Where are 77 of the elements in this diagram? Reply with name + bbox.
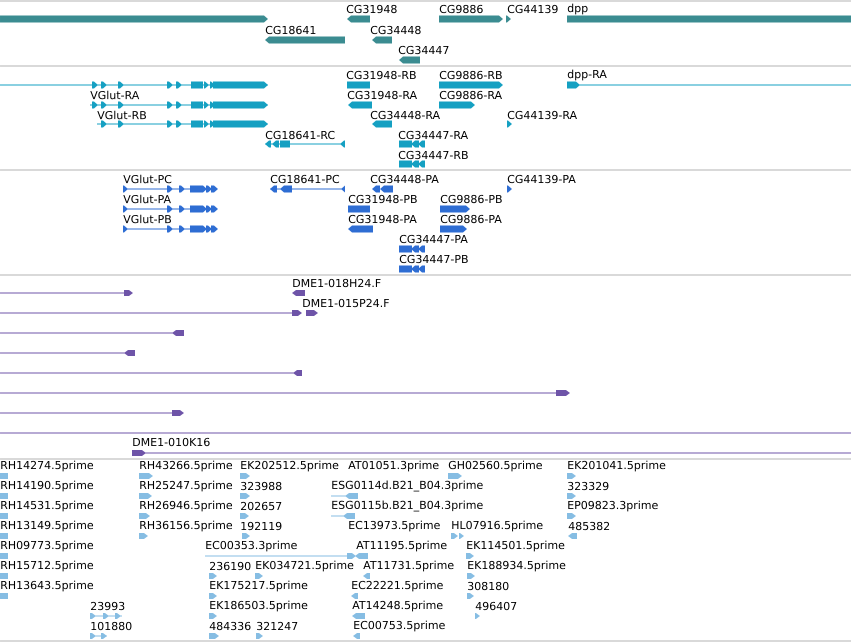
feature-label: RH15712.5prime	[1, 560, 94, 572]
feature-label: EK188934.5prime	[468, 560, 566, 572]
feature-label: RH43266.5prime	[140, 460, 232, 472]
feature-label: DME1-015P24.F	[303, 298, 389, 308]
feature-label: 496407	[476, 602, 516, 610]
feature-label: ESG0115b.B21_B04.3prime	[332, 500, 483, 512]
feature-label: VGlut-RA	[90, 90, 140, 100]
feature-label: HL07916.5prime	[452, 520, 543, 532]
feature-label: 202657	[241, 502, 282, 510]
feature-label: CG34447-RB	[398, 150, 468, 160]
feature-label: CG34448-PA	[370, 174, 439, 184]
feature-label: RH09773.5prime	[1, 540, 94, 552]
feature-label: RH14190.5prime	[1, 480, 94, 492]
feature-label: RH26946.5prime	[140, 500, 232, 512]
feature-label: CG18641	[266, 26, 316, 34]
feature-label: GH02560.5prime	[448, 460, 542, 472]
feature-label: CG44139-RA	[508, 110, 577, 120]
feature-label: 485382	[568, 522, 610, 530]
feature-label: EK186503.5prime	[210, 600, 308, 612]
feature-label: VGlut-PC	[123, 174, 172, 184]
feature-label: EC00753.5prime	[354, 620, 445, 632]
feature-label: EK114501.5prime	[467, 540, 564, 552]
feature-label: CG9886-RA	[440, 90, 502, 100]
feature-label: CG34447-PA	[400, 234, 468, 244]
feature-label: EC00353.3prime	[206, 540, 297, 552]
feature-label: CG18641-RC	[266, 130, 335, 140]
feature-label: RH13149.5prime	[1, 520, 94, 532]
feature-label: CG34447	[398, 46, 448, 54]
feature-label: RH36156.5prime	[140, 520, 232, 532]
feature-label: RH25247.5prime	[140, 480, 232, 492]
feature-label: VGlut-PB	[123, 214, 171, 224]
feature-label: CG31948-PB	[348, 194, 417, 204]
feature-label: EC22221.5prime	[352, 580, 443, 592]
feature-label: CG34447-PB	[400, 254, 468, 264]
feature-label: CG31948	[346, 4, 397, 14]
feature-label: CG44139-PA	[508, 174, 576, 184]
feature-label: DME1-010K16	[133, 438, 210, 446]
feature-label: EK034721.5prime	[256, 560, 354, 572]
feature-label: CG9886-PB	[440, 194, 502, 204]
feature-label: dpp-RA	[568, 70, 607, 80]
feature-label: CG34448-RA	[370, 110, 440, 120]
feature-label: CG9886-PA	[440, 214, 502, 224]
feature-label: CG34448	[370, 26, 421, 34]
feature-label: CG9886-RB	[440, 70, 502, 80]
feature-label: EK202512.5prime	[241, 460, 338, 472]
feature-label: 323329	[568, 482, 608, 490]
feature-label: 323988	[241, 482, 282, 490]
feature-label: RH14274.5prime	[1, 460, 94, 472]
feature-label: CG18641-PC	[270, 174, 340, 184]
feature-label: CG31948-PA	[348, 214, 417, 224]
feature-label: CG44139	[508, 4, 558, 14]
feature-label: VGlut-RB	[97, 110, 146, 120]
feature-label: RH13643.5prime	[1, 580, 94, 592]
feature-label: AT01051.3prime	[348, 460, 439, 472]
feature-label: CG34447-RA	[398, 130, 468, 140]
feature-label: 236190	[210, 562, 250, 570]
feature-label: EC13973.5prime	[349, 520, 440, 532]
feature-label: CG9886	[440, 4, 483, 14]
feature-label: 101880	[91, 622, 132, 630]
feature-label: EK201041.5prime	[568, 460, 666, 472]
feature-label: ESG0114d.B21_B04.3prime	[332, 480, 483, 492]
feature-label: AT11731.5prime	[363, 560, 454, 572]
feature-label: EP09823.3prime	[568, 500, 658, 512]
feature-label: AT11195.5prime	[356, 540, 447, 552]
feature-label: VGlut-PA	[123, 194, 171, 204]
feature-label: CG31948-RB	[346, 70, 416, 80]
feature-label: 308180	[468, 582, 508, 590]
feature-label: 484336	[210, 622, 250, 630]
feature-label: 192119	[241, 522, 282, 530]
feature-label: AT14248.5prime	[352, 600, 443, 612]
feature-label: RH14531.5prime	[1, 500, 94, 512]
feature-label: 23993	[91, 602, 124, 610]
feature-label: EK175217.5prime	[210, 580, 308, 592]
feature-label: dpp	[568, 4, 588, 14]
feature-label: CG31948-RA	[348, 90, 417, 100]
feature-label: DME1-018H24.F	[293, 278, 381, 288]
feature-label: 321247	[257, 622, 298, 630]
